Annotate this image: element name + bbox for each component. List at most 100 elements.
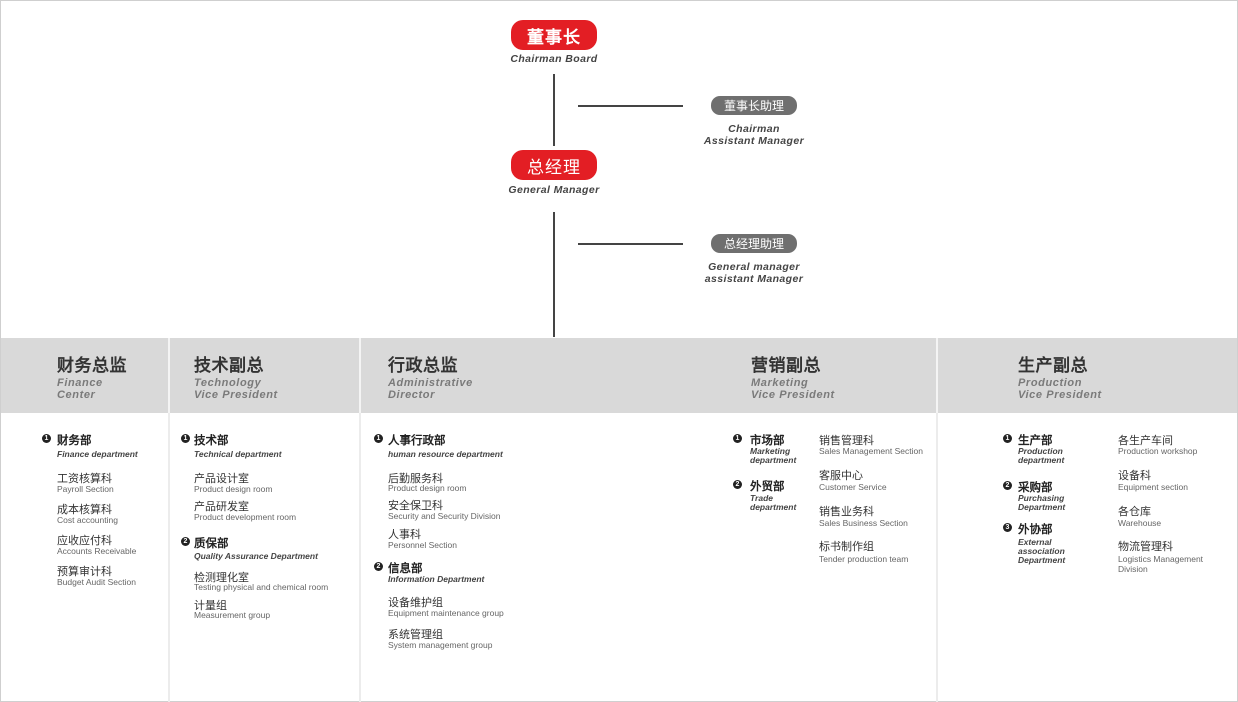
section-cn: 安全保卫科 [388,499,443,512]
number-badge-icon: 2 [733,480,742,489]
marketing-vp-en-2: Vice President [751,389,835,401]
section-cn: 设备维护组 [388,596,443,609]
number-badge-icon: 1 [1003,434,1012,443]
purchasing-dept-cn: 采购部 [1018,480,1053,494]
external-dept-cn: 外协部 [1018,522,1053,536]
quality-dept-en: Quality Assurance Department [194,551,318,561]
trade-dept-en-1: Trade [750,493,773,503]
section-en: Accounts Receivable [57,546,137,556]
section-cn: 预算审计科 [57,565,112,578]
number-badge-icon: 2 [181,537,190,546]
division-header-band [1,338,1237,413]
purchasing-dept-en-2: Department [1018,502,1066,512]
finance-director-en-1: Finance [57,377,103,389]
admin-director-title: 行政总监 [388,356,458,376]
section-cn: 销售业务科 [819,505,874,518]
connector-chairman-assistant [578,105,683,107]
band-separator-1 [168,338,170,413]
section-cn: 标书制作组 [819,540,874,553]
column-separator-3 [936,413,938,702]
section-en: Payroll Section [57,484,114,494]
section-cn: 客服中心 [819,469,863,482]
section-en: Equipment maintenance group [388,608,504,618]
external-dept-en-3: Department [1018,555,1066,565]
section-cn: 销售管理科 [819,434,874,447]
chairman-box: 董事长 [511,20,597,50]
production-dept-cn: 生产部 [1018,433,1053,447]
external-dept-en-1: External [1018,537,1052,547]
trade-dept-cn: 外贸部 [750,479,785,493]
section-en: Testing physical and chemical room [194,582,329,592]
info-dept-en: Information Department [388,574,485,584]
number-badge-icon: 1 [374,434,383,443]
hr-admin-dept-cn: 人事行政部 [388,433,446,447]
production-dept-en-1: Production [1018,446,1063,456]
band-separator-3 [936,338,938,413]
section-en: Security and Security Division [388,511,501,521]
connector-gm-assistant [578,243,683,245]
section-cn: 系统管理组 [388,628,443,641]
section-en: Sales Business Section [819,518,908,528]
production-vp-title: 生产副总 [1018,356,1088,376]
production-dept-en-2: department [1018,455,1065,465]
trade-dept-en-2: department [750,502,797,512]
column-separator-1 [168,413,170,702]
section-cn: 产品研发室 [194,500,249,513]
admin-director-en-1: Administrative [388,377,473,389]
chairman-assistant-caption-2: Assistant Manager [703,135,805,147]
general-manager-caption: General Manager [508,184,600,196]
section-en: Production workshop [1118,446,1198,456]
connector-chairman-gm [553,74,555,146]
chairman-assistant-box: 董事长助理 [711,96,797,115]
section-cn: 设备科 [1118,469,1151,482]
section-en: Measurement group [194,610,271,620]
finance-dept-en: Finance department [57,449,138,459]
gm-assistant-box: 总经理助理 [711,234,797,253]
finance-director-en-2: Center [57,389,96,401]
marketing-vp-title: 营销副总 [751,356,821,376]
section-cn: 产品设计室 [194,472,249,485]
section-en: Equipment section [1118,482,1188,492]
production-vp-en-2: Vice President [1018,389,1102,401]
quality-dept-cn: 质保部 [194,536,229,550]
number-badge-icon: 1 [181,434,190,443]
number-badge-icon: 1 [42,434,51,443]
section-cn: 检测理化室 [194,571,249,584]
section-en: Division [1118,564,1148,574]
section-en: Customer Service [819,482,887,492]
section-cn: 各仓库 [1118,505,1151,518]
connector-gm-down [553,212,555,337]
section-cn: 后勤服务科 [388,472,443,485]
section-cn: 应收应付科 [57,534,112,547]
info-dept-cn: 信息部 [388,561,423,575]
admin-director-en-2: Director [388,389,435,401]
technology-vp-en-2: Vice President [194,389,278,401]
section-en: Logistics Management [1118,554,1204,564]
marketing-vp-en-1: Marketing [751,377,809,389]
section-cn: 计量组 [194,599,227,612]
section-en: Budget Audit Section [57,577,136,587]
section-cn: 人事科 [388,528,421,541]
technology-vp-title: 技术副总 [194,356,264,376]
technical-dept-en: Technical department [194,449,282,459]
finance-director-title: 财务总监 [57,356,127,376]
chairman-assistant-caption-1: Chairman [728,123,780,135]
section-en: Cost accounting [57,515,118,525]
section-cn: 成本核算科 [57,503,112,516]
purchasing-dept-en-1: Purchasing [1018,493,1065,503]
section-en: System management group [388,640,493,650]
number-badge-icon: 2 [374,562,383,571]
section-cn: 各生产车间 [1118,434,1173,447]
production-vp-en-1: Production [1018,377,1083,389]
section-en: Sales Management Section [819,446,923,456]
number-badge-icon: 3 [1003,523,1012,532]
section-en: Product design room [388,483,467,493]
technology-vp-en-1: Technology [194,377,262,389]
section-en: Warehouse [1118,518,1162,528]
external-dept-en-2: association [1018,546,1065,556]
gm-assistant-caption-2: assistant Manager [704,273,804,285]
technical-dept-cn: 技术部 [194,433,229,447]
number-badge-icon: 1 [733,434,742,443]
column-separator-2 [359,413,361,702]
section-en: Personnel Section [388,540,457,550]
